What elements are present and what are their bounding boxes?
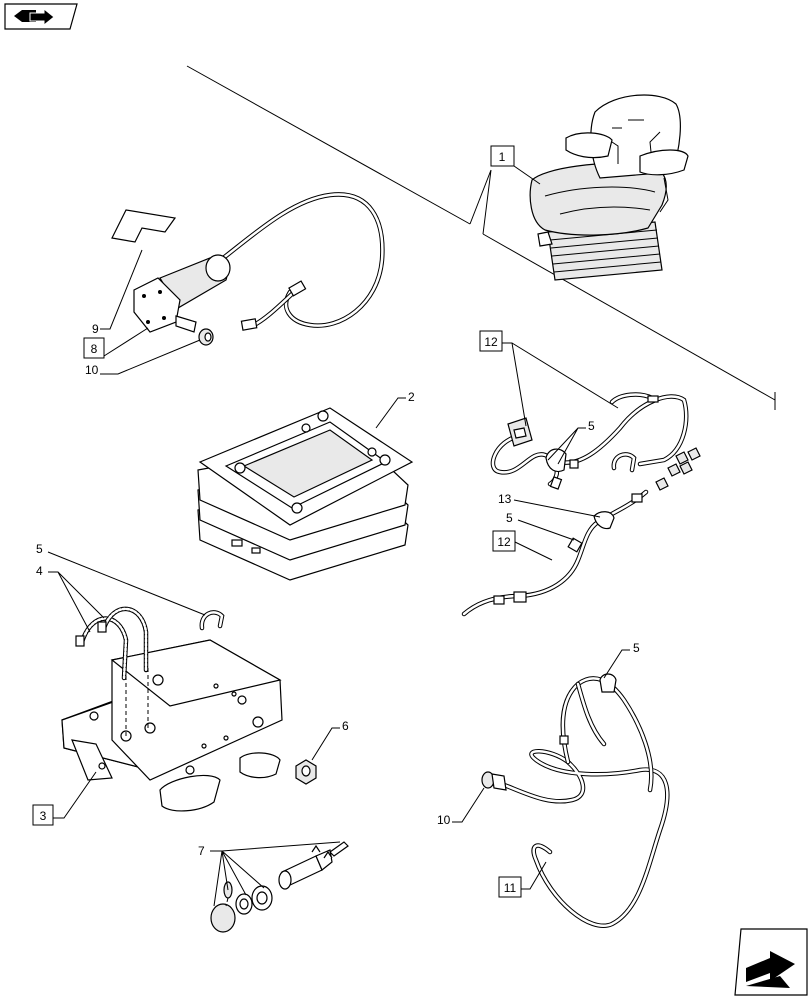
callout-label-5d: 5 <box>633 641 640 655</box>
cable-clip-part-left <box>199 610 225 631</box>
clamp-springs-part <box>75 606 149 681</box>
next-page-arrow-icon[interactable] <box>734 928 808 996</box>
connector-terminals-part <box>655 447 701 491</box>
wiring-harness-upper <box>490 392 689 490</box>
knob-assembly <box>210 841 349 933</box>
callout-label-12b: 12 <box>497 535 511 549</box>
callout-label-8: 8 <box>91 342 98 356</box>
callout-5-upper: 5 <box>547 419 595 465</box>
book-arrow-icon[interactable] <box>4 3 78 30</box>
callout-7: 7 <box>198 841 341 907</box>
callout-10-top: 10 <box>85 339 201 377</box>
callout-label-5b: 5 <box>36 542 43 556</box>
seat-assembly-reference-line <box>186 65 776 410</box>
callout-6: 6 <box>311 719 349 761</box>
callout-label-9: 9 <box>92 322 99 336</box>
callout-label-7: 7 <box>198 844 205 858</box>
callout-label-6: 6 <box>342 719 349 733</box>
callout-label-3: 3 <box>40 809 47 823</box>
callout-12-bottom: 12 <box>492 530 553 561</box>
actuator-assembly <box>111 192 385 346</box>
callout-label-2: 2 <box>408 390 415 404</box>
callout-12-top: 12 <box>479 330 619 427</box>
callout-label-12a: 12 <box>484 335 498 349</box>
callout-5-mid: 5 <box>506 511 575 541</box>
cable-assembly-right <box>481 673 670 928</box>
callout-label-10a: 10 <box>85 363 99 377</box>
callout-8: 8 <box>83 327 149 359</box>
suspension-base <box>61 639 283 812</box>
callout-3: 3 <box>32 771 97 826</box>
callout-label-5a: 5 <box>588 419 595 433</box>
wiring-harness-lower <box>461 489 649 617</box>
callout-1: 1 <box>469 145 541 235</box>
callout-10-bottom: 10 <box>437 787 485 827</box>
callout-label-11: 11 <box>504 881 517 895</box>
callout-label-4: 4 <box>36 564 43 578</box>
callout-9: 9 <box>92 249 143 336</box>
callout-2: 2 <box>375 390 415 429</box>
cable-clip-part-mid <box>611 452 637 473</box>
callout-11: 11 <box>498 861 547 898</box>
callout-5-left: 5 <box>36 542 206 616</box>
callout-4: 4 <box>36 564 105 633</box>
nut-part <box>295 759 317 785</box>
callout-label-10b: 10 <box>437 813 451 827</box>
seat-illustration <box>529 94 689 281</box>
callout-label-13: 13 <box>498 492 512 506</box>
callout-label-1: 1 <box>499 150 506 164</box>
callout-5-right: 5 <box>603 641 640 679</box>
bellows-part <box>197 407 414 581</box>
callout-13: 13 <box>498 492 601 518</box>
callout-label-5c: 5 <box>506 511 513 525</box>
